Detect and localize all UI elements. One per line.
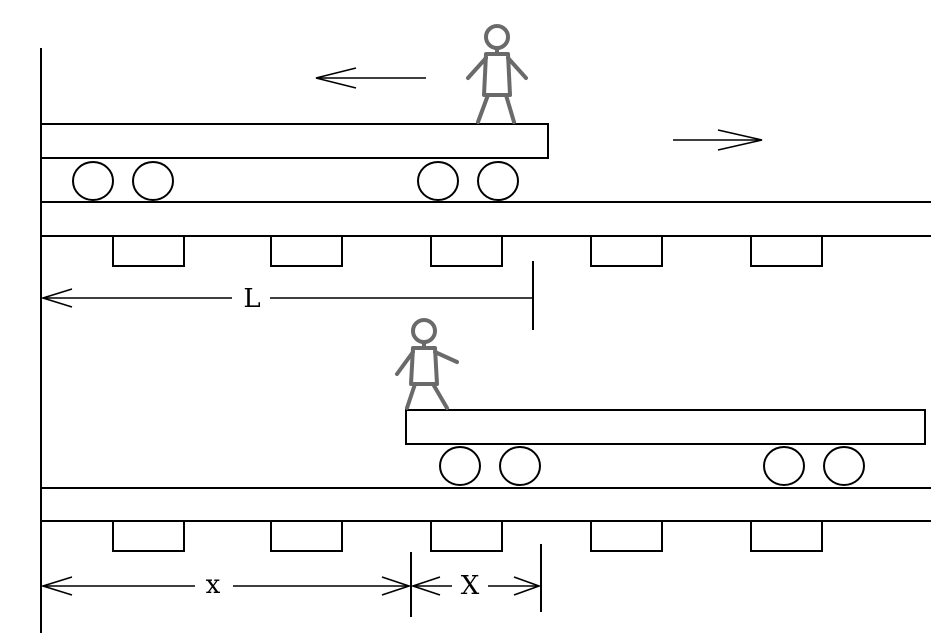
top-track-sleeper: [430, 236, 503, 267]
top-cart-wheel: [132, 161, 174, 201]
bottom-cart-wheel: [499, 446, 541, 486]
top-track-sleeper: [270, 236, 343, 267]
top-track-sleeper: [590, 236, 663, 267]
bottom-cart-wheel: [763, 446, 805, 486]
bottom-track-sleeper: [270, 521, 343, 552]
top-cart-deck: [40, 123, 549, 159]
top-cart-wheel: [477, 161, 519, 201]
person-direction-arrow-left: [315, 67, 426, 89]
top-person-figure: [466, 24, 528, 124]
bottom-track-sleeper: [750, 521, 823, 552]
dimension-X-label: X: [461, 571, 480, 601]
top-track-sleeper: [750, 236, 823, 267]
top-cart-wheel: [417, 161, 459, 201]
bottom-cart-deck: [405, 409, 926, 445]
bottom-cart-wheel: [439, 446, 481, 486]
bottom-track-sleeper: [112, 521, 185, 552]
dimension-x-label: x: [206, 570, 221, 600]
dimension-L-label: L: [243, 284, 260, 314]
bottom-person-figure: [395, 318, 459, 410]
top-track-sleeper: [112, 236, 185, 267]
bottom-cart-wheel: [823, 446, 865, 486]
top-cart-wheel: [72, 161, 114, 201]
dimension-L-arrow: [40, 288, 533, 308]
dimension-x-arrow: [40, 576, 412, 596]
cart-direction-arrow-right: [673, 129, 763, 151]
bottom-track-sleeper: [430, 521, 503, 552]
bottom-track-sleeper: [590, 521, 663, 552]
dimension-X-arrow: [410, 576, 542, 596]
